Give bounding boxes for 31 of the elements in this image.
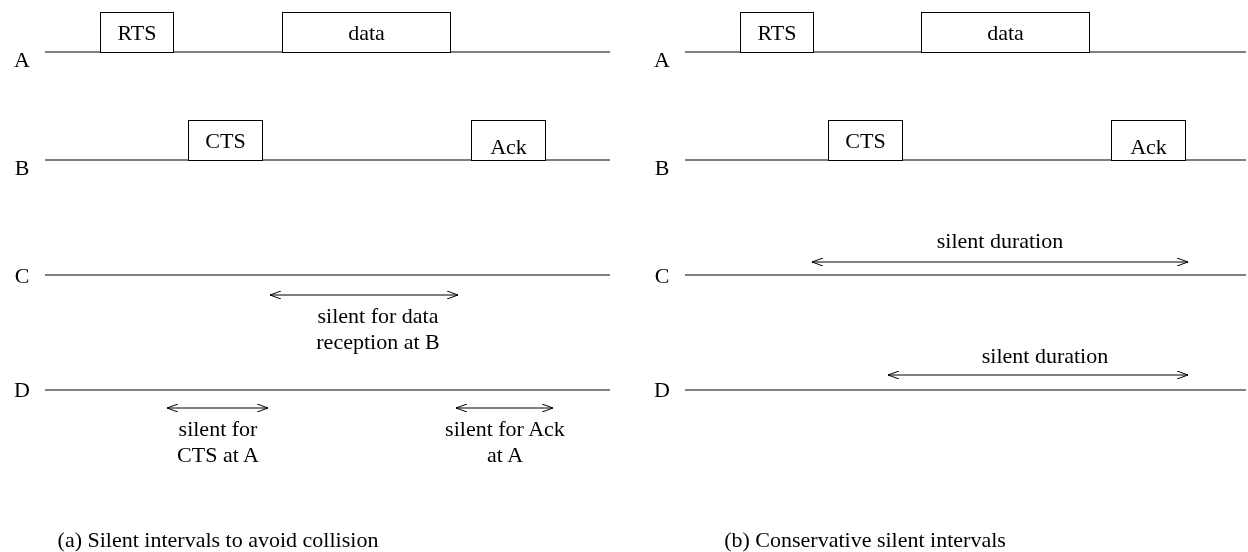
frame-name: CTS — [205, 127, 246, 154]
interval-label: silent for CTS at A — [177, 416, 259, 467]
frame-box — [282, 12, 451, 53]
figure-caption: (b) Conservative silent intervals — [724, 527, 1006, 552]
station-label: C — [654, 263, 670, 288]
station-label: A — [654, 47, 670, 72]
interval-label: silent for Ack at A — [445, 416, 565, 467]
station-label: C — [14, 263, 30, 288]
frame-name: data — [987, 19, 1024, 46]
frame-name: RTS — [757, 19, 797, 46]
frame-name: RTS — [117, 19, 157, 46]
interval-label: silent for data reception at B — [316, 303, 440, 354]
frame-box — [471, 120, 546, 161]
frame-box — [100, 12, 174, 53]
figure-caption: (a) Silent intervals to avoid collision — [57, 527, 379, 552]
frame-box — [921, 12, 1090, 53]
station-label: D — [14, 377, 30, 402]
frame-box — [740, 12, 814, 53]
frame-name: Ack — [490, 134, 527, 160]
frame-box — [1111, 120, 1186, 161]
station-label: D — [654, 377, 670, 402]
frame-name: CTS — [845, 127, 886, 154]
interval-label: silent duration — [936, 228, 1064, 253]
frame-name: data — [348, 19, 385, 46]
frame-box — [828, 120, 903, 161]
station-label: B — [14, 155, 30, 180]
station-label: A — [14, 47, 30, 72]
frame-name: Ack — [1130, 134, 1167, 160]
station-label: B — [654, 155, 670, 180]
frame-box — [188, 120, 263, 161]
interval-label: silent duration — [981, 343, 1109, 368]
